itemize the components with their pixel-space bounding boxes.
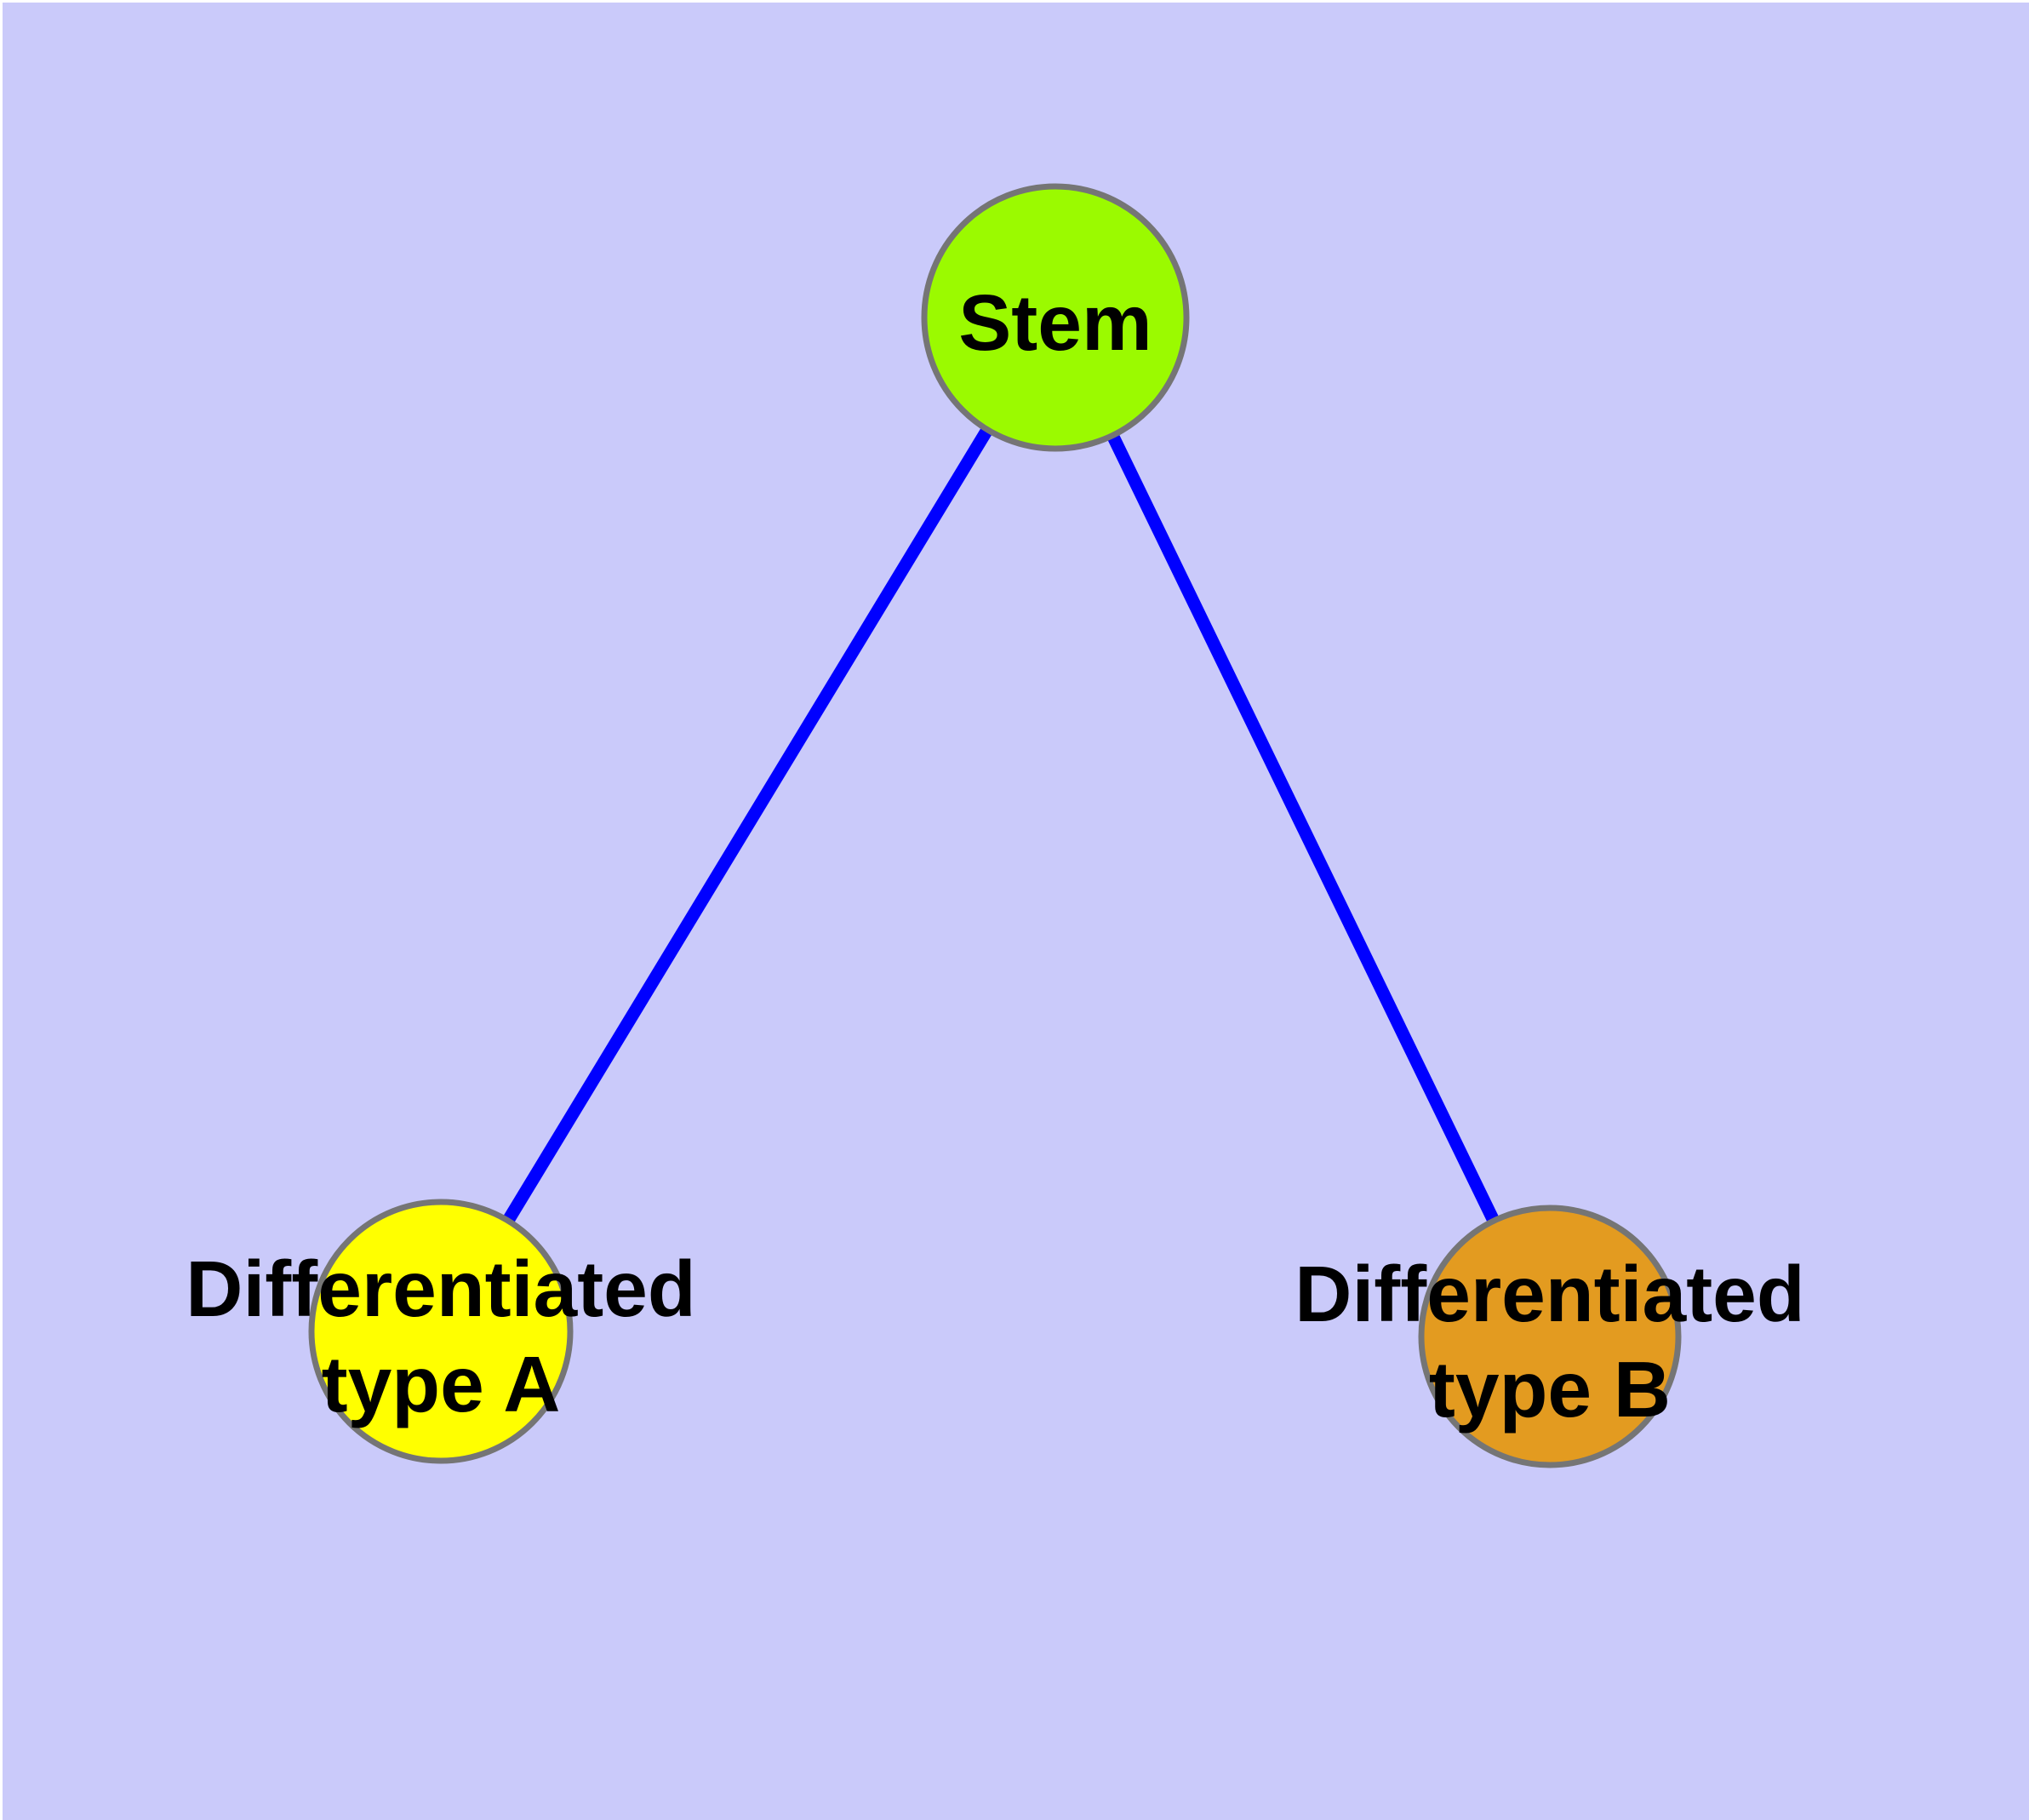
- node-label-line: Differentiated: [1295, 1250, 1804, 1338]
- node-label-line: type A: [322, 1340, 561, 1428]
- node-label-line: type B: [1429, 1345, 1671, 1434]
- node-circle-stem: [921, 183, 1190, 452]
- node-label-line: Differentiated: [186, 1245, 695, 1333]
- node-label-line: Stem: [958, 278, 1152, 367]
- node-circle-type-a: [308, 1199, 574, 1464]
- edge-layer: [435, 314, 1556, 1340]
- node-label-stem: Stem: [958, 278, 1152, 367]
- node-stem: Stem: [921, 183, 1190, 452]
- node-circle-type-b: [1418, 1205, 1682, 1468]
- edge-stem-type-b: [1049, 314, 1556, 1340]
- edge-stem-type-a: [435, 314, 1061, 1335]
